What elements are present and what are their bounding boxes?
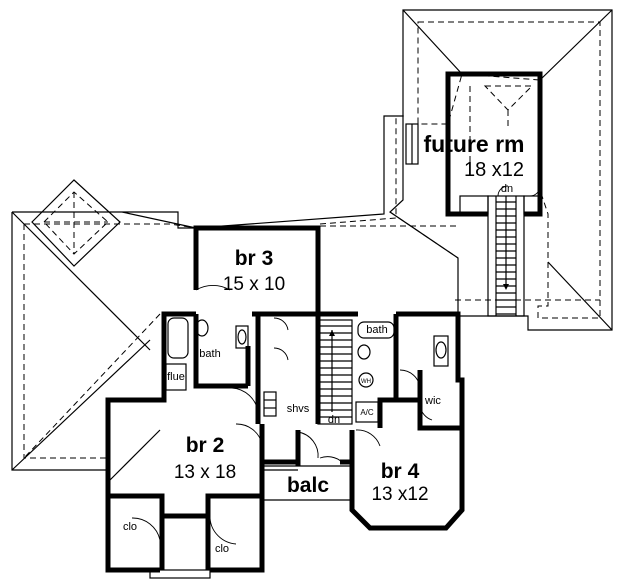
bath-right-label: bath	[366, 324, 387, 336]
dn-future-label: dn	[501, 183, 513, 195]
br4-name: br 4	[381, 460, 420, 483]
br2-dims: 13 x 18	[174, 462, 236, 483]
flue-label: flue	[167, 371, 185, 383]
future-rm-name: future rm	[424, 131, 525, 157]
wic-label: wic	[424, 395, 441, 407]
roof-outline	[11, 9, 613, 481]
fixtures	[165, 317, 449, 423]
wh-label: WH	[361, 379, 371, 385]
clo-left-label: clo	[123, 521, 137, 533]
br3-dims: 15 x 10	[223, 274, 285, 295]
future-stair	[459, 195, 541, 317]
dn-main-label: dn	[328, 414, 340, 426]
ac-label: A/C	[360, 408, 374, 417]
main-stair	[317, 319, 353, 425]
doors	[131, 185, 541, 545]
future-rm-dims: 18 x12	[464, 159, 524, 181]
br2-name: br 2	[186, 434, 225, 457]
br4-dims: 13 x12	[371, 484, 428, 505]
balc-name: balc	[287, 474, 329, 497]
bath-left-label: bath	[199, 348, 220, 360]
main-walls	[105, 225, 465, 579]
br3-name: br 3	[235, 247, 274, 270]
clo-right-label: clo	[215, 543, 229, 555]
shvs-label: shvs	[287, 403, 310, 415]
